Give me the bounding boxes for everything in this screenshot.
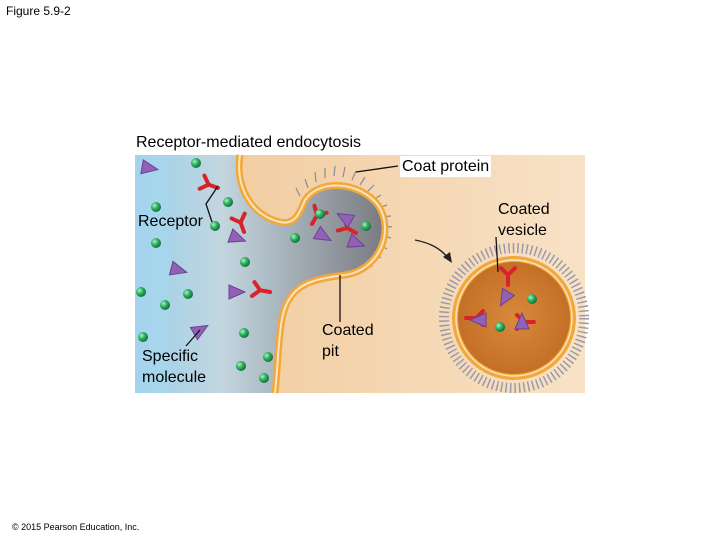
coated-vesicle (439, 243, 589, 393)
diagram-title: Receptor-mediated endocytosis (136, 134, 362, 151)
coated-vesicle-label: Coated vesicle (498, 199, 550, 241)
specific-molecule-label: Specific molecule (142, 346, 206, 388)
copyright-notice: © 2015 Pearson Education, Inc. (12, 522, 140, 532)
figure-id: Figure 5.9-2 (6, 4, 71, 18)
coat-protein-label: Coat protein (400, 156, 492, 177)
specific-molecule-label-line1: Specific (142, 348, 199, 365)
coated-pit-label: Coated pit (322, 320, 374, 362)
coated-vesicle-label-line2: vesicle (498, 222, 547, 239)
coated-pit-label-line2: pit (322, 343, 339, 360)
specific-molecule-label-line2: molecule (142, 369, 207, 386)
receptor-label: Receptor (138, 213, 203, 230)
coated-vesicle-label-line1: Coated (498, 201, 550, 218)
coated-pit-label-line1: Coated (322, 322, 374, 339)
leader-lines (185, 165, 499, 347)
